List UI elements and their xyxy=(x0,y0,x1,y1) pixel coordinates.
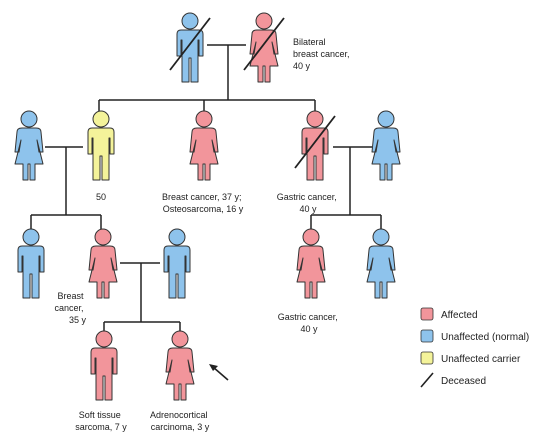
legend-label-unaffected: Unaffected (normal) xyxy=(441,332,529,343)
label-gen3-daughter: Breast cancer, 35 y xyxy=(54,291,86,325)
legend-deceased-slash-icon xyxy=(420,372,434,388)
person-gen1-father xyxy=(169,12,211,83)
person-gen2-son-gastric xyxy=(294,110,336,181)
deceased-slash-icon xyxy=(294,115,336,169)
legend-label-deceased: Deceased xyxy=(441,376,486,387)
person-gen2-daughter xyxy=(189,110,219,181)
person-gen2-wife xyxy=(14,110,44,181)
arrow-icon xyxy=(209,364,229,381)
pedigree-figures xyxy=(14,12,401,401)
person-gen2-wife-2 xyxy=(371,110,401,181)
person-gen3-daughter-2 xyxy=(366,228,396,299)
label-gen2-daughter: Breast cancer, 37 y; Osteosarcoma, 16 y xyxy=(162,192,244,214)
label-gen3-daughter-gastric: Gastric cancer, 40 y xyxy=(278,312,341,334)
pedigree-lines xyxy=(30,44,382,332)
pedigree-labels: Bilateral breast cancer, 40 y 50 Breast … xyxy=(54,37,352,432)
person-gen1-mother xyxy=(243,12,285,83)
legend-swatch-carrier xyxy=(420,351,434,365)
label-gen1-mother: Bilateral breast cancer, 40 y xyxy=(293,37,352,71)
label-gen2-son-gastric: Gastric cancer, 40 y xyxy=(277,192,340,214)
person-gen2-son xyxy=(87,110,115,181)
deceased-slash-icon xyxy=(243,17,285,71)
legend: Affected Unaffected (normal) Unaffected … xyxy=(420,307,529,388)
label-gen4-son: Soft tissue sarcoma, 7 y xyxy=(75,410,127,432)
person-gen3-daughter xyxy=(88,228,118,299)
person-gen3-husband xyxy=(163,228,191,299)
deceased-slash-icon xyxy=(169,17,211,71)
person-gen3-son xyxy=(17,228,45,299)
person-gen4-daughter-proband xyxy=(165,330,195,401)
legend-swatch-unaffected xyxy=(420,329,434,343)
label-gen2-son-age: 50 xyxy=(96,192,106,202)
person-gen3-daughter-gastric xyxy=(296,228,326,299)
legend-swatch-affected xyxy=(420,307,434,321)
legend-label-carrier: Unaffected carrier xyxy=(441,354,521,365)
label-gen4-daughter: Adrenocortical carcinoma, 3 y xyxy=(150,410,210,432)
person-gen4-son xyxy=(90,330,118,401)
legend-label-affected: Affected xyxy=(441,310,478,321)
